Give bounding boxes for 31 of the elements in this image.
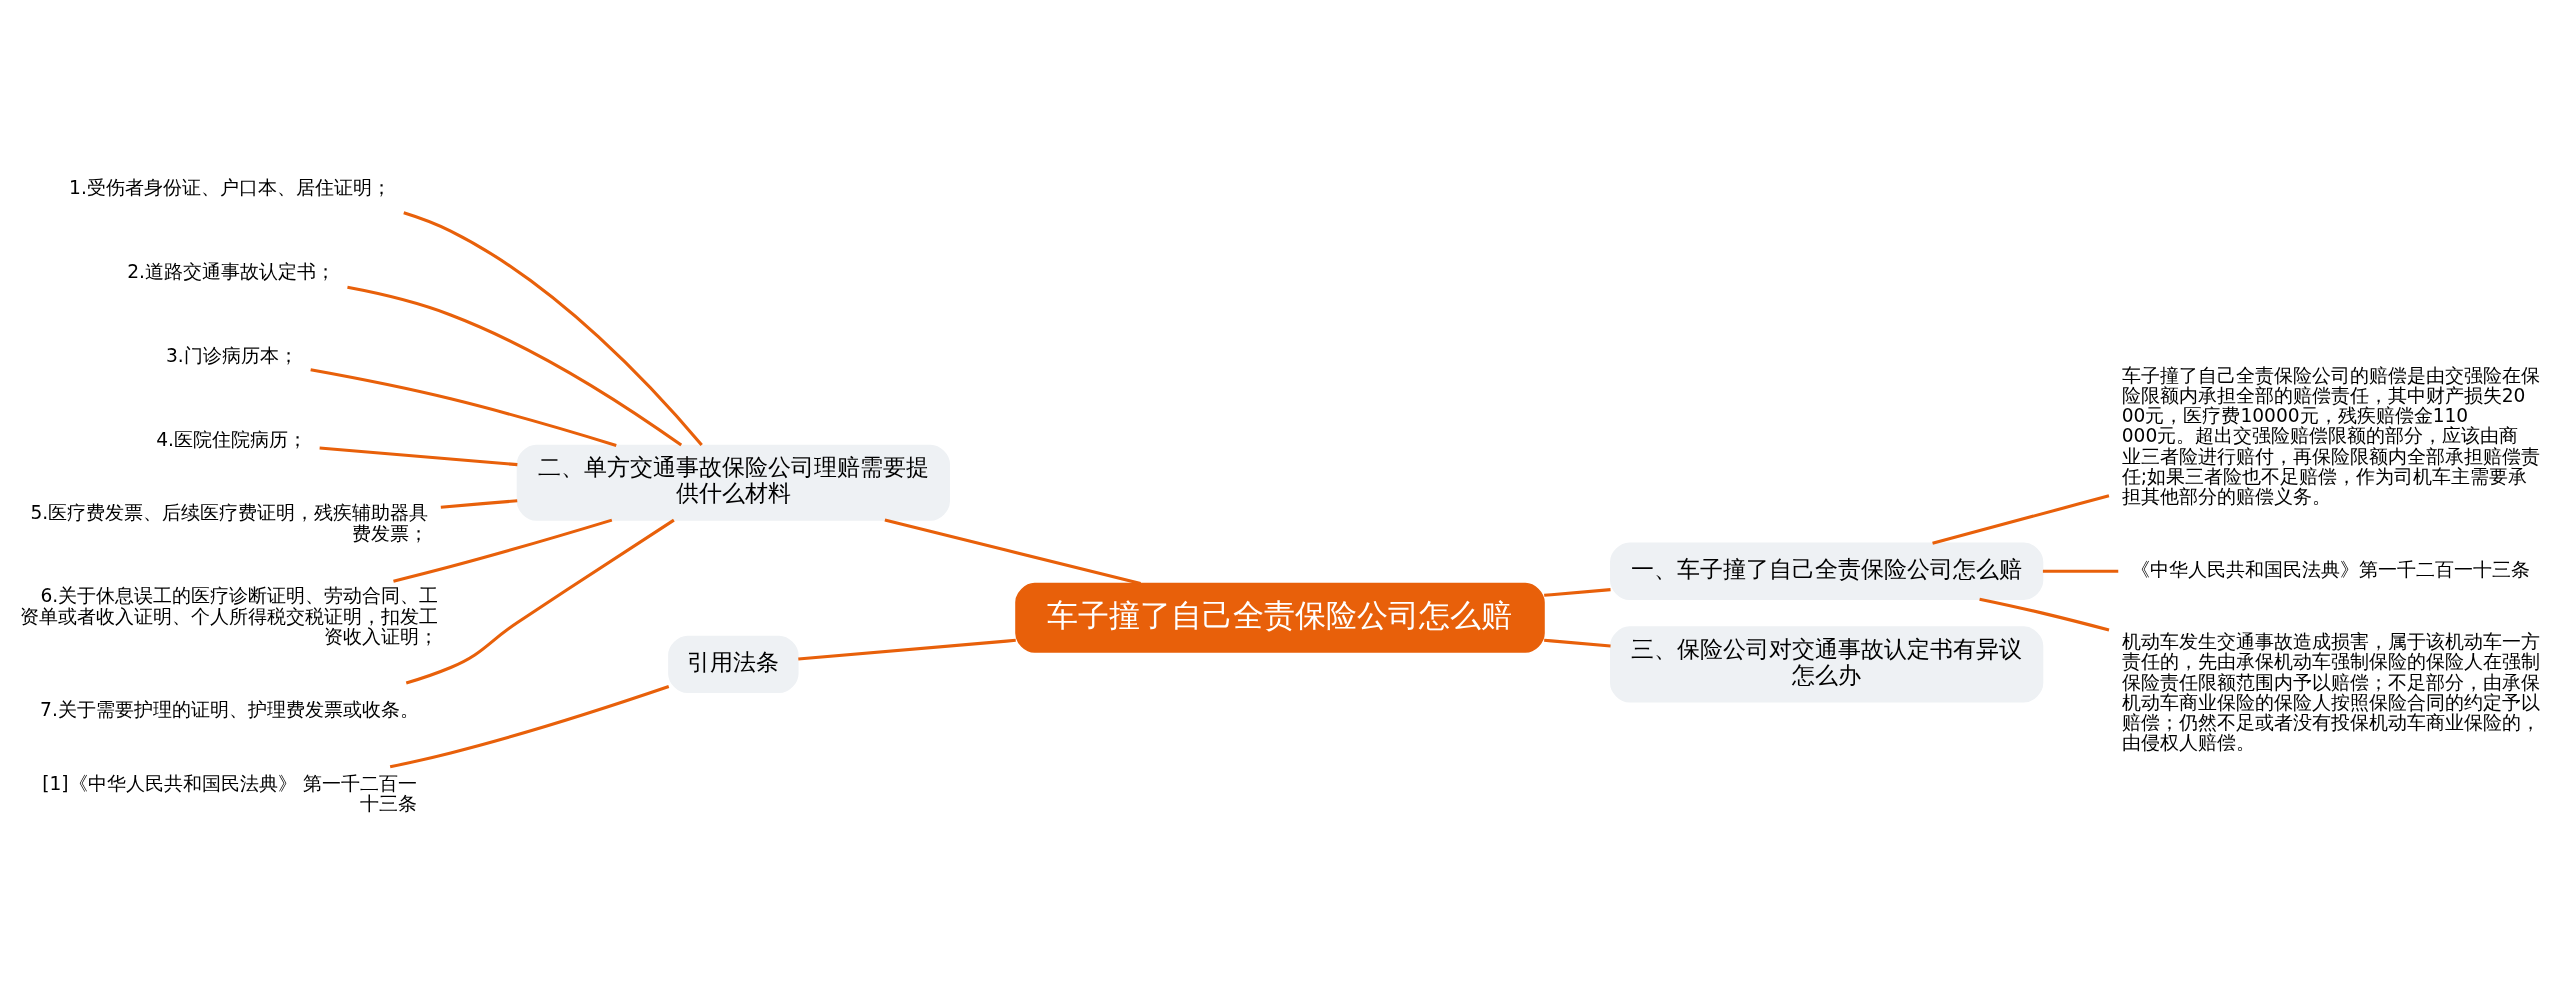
node-box: 二、单方交通事故保险公司理赔需要提供什么材料 bbox=[516, 444, 950, 521]
node-text: 6.关于休息误工的医疗诊断证明、劳动合同、工资单或者收入证明、个人所得税交税证明，扣发工资收入证明； bbox=[20, 585, 439, 647]
connector bbox=[1544, 638, 1611, 648]
connector bbox=[884, 518, 1141, 586]
connector bbox=[1932, 494, 2110, 545]
node-box: 三、保险公司对交通事故认定书有异议怎么办 bbox=[1610, 626, 2044, 703]
connector bbox=[403, 211, 703, 447]
node-box: 车子撞了自己全责保险公司怎么赔 bbox=[1015, 582, 1545, 653]
connector bbox=[319, 446, 518, 467]
node-text: 机动车发生交通事故造成损害，属于该机动车一方责任的，先由承保机动车强制保险的保险人在强制保险责任限额范围内予以赔偿；不足部分，由承保机动车商业保险的保险人按照保险合同的约定予以赔偿；仍然不足或者没有投保机动车商业保险的，由侵权人赔偿。 bbox=[2121, 631, 2540, 754]
node-text: 3.门诊病历本； bbox=[165, 344, 298, 366]
node-text: 2.道路交通事故认定书； bbox=[127, 260, 335, 282]
connector bbox=[347, 285, 683, 447]
node-text: [1]《中华人民共和国民法典》 第一千二百一十三条 bbox=[42, 772, 417, 814]
node-text: 1.受伤者身份证、户口本、居住证明； bbox=[69, 176, 391, 198]
node-text: 5.医疗费发票、后续医疗费证明，残疾辅助器具费发票； bbox=[30, 502, 429, 544]
connector bbox=[393, 518, 613, 583]
node-box: 一、车子撞了自己全责保险公司怎么赔 bbox=[1610, 542, 2044, 600]
connector bbox=[798, 638, 1016, 661]
node-box: 引用法条 bbox=[668, 635, 799, 694]
connector bbox=[389, 685, 670, 769]
connector bbox=[1544, 588, 1611, 597]
connector bbox=[440, 499, 518, 509]
node-text: 7.关于需要护理的证明、护理费发票或收条。 bbox=[40, 698, 419, 720]
node-text: 车子撞了自己全责保险公司的赔偿是由交强险在保险限额内承担全部的赔偿责任，其中财产损失2000元，医疗费10000元，残疾赔偿金110000元。超出交强险赔偿限额的部分，应该由商业三者险进行赔付，再保险限额内全部承担赔偿责任;如果三者险也不足赔偿，作为司机车主需要承担其他部分的赔偿义务。 bbox=[2121, 364, 2540, 508]
connector bbox=[1979, 597, 2110, 632]
node-text: 《中华人民共和国民法典》第一千二百一十三条 bbox=[2131, 559, 2531, 581]
connector bbox=[2042, 569, 2119, 573]
connector bbox=[405, 518, 675, 685]
connector bbox=[310, 368, 617, 447]
node-text: 4.医院住院病历； bbox=[156, 428, 308, 450]
